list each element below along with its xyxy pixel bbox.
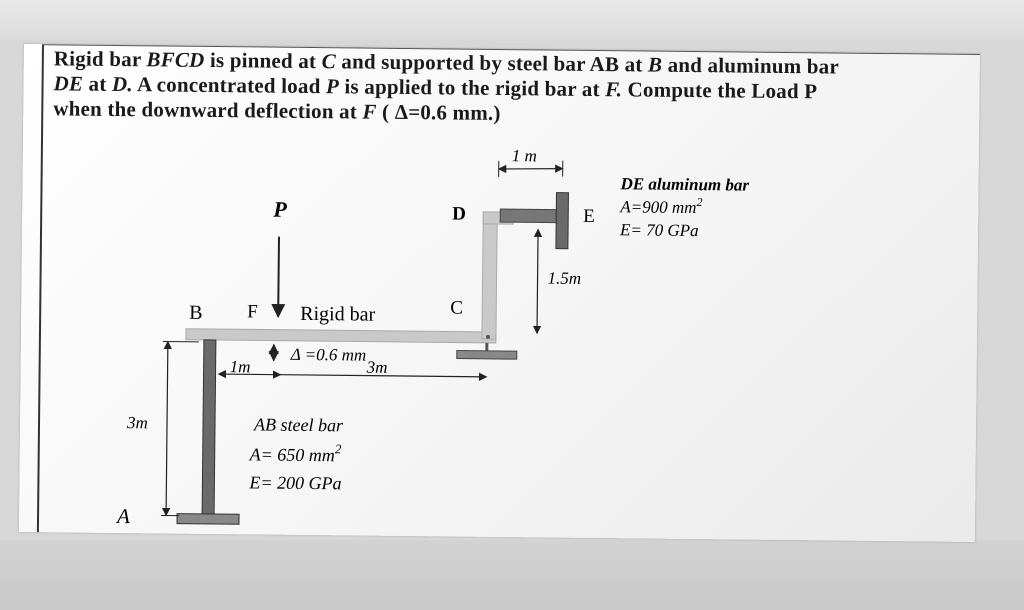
- ab-modulus: E= 200 GPa: [248, 472, 341, 493]
- structure-diagram: P D E B F Rigid bar C A 1 m 1.5m Δ =0.6 …: [115, 146, 750, 528]
- ab-area: A= 650 mm2: [249, 440, 342, 465]
- label-c: C: [450, 297, 463, 318]
- label-d: D: [452, 203, 466, 224]
- de-area: A=900 mm2: [619, 194, 702, 217]
- steel-bar-ab: [201, 339, 217, 515]
- de-modulus: E= 70 GPa: [619, 220, 699, 240]
- label-p: P: [272, 197, 287, 222]
- label-a: A: [115, 504, 130, 528]
- label-b: B: [189, 302, 203, 324]
- pin-support-c: [456, 350, 518, 360]
- rigid-bar-vertical: [481, 212, 498, 340]
- label-f: F: [247, 301, 258, 322]
- dim-3m-horizontal-label: 3m: [366, 358, 388, 377]
- background-bottom: [0, 540, 1024, 610]
- ab-area-exponent: 2: [335, 441, 342, 456]
- wall-support-e: [555, 192, 569, 250]
- rigid-bar-horizontal: [185, 328, 497, 344]
- dim-3m-horizontal-line: [280, 372, 488, 381]
- delta-label: Δ =0.6 mm: [290, 345, 367, 365]
- dim-1p5m-line: [532, 228, 543, 335]
- dim-1m-top-line: [497, 164, 564, 174]
- background-top: [0, 0, 1024, 40]
- de-area-exponent: 2: [696, 195, 702, 209]
- pin-c: [485, 334, 490, 339]
- dim-3m-vertical-label: 3m: [126, 413, 148, 432]
- de-title: DE aluminum bar: [619, 174, 749, 194]
- label-e: E: [583, 206, 595, 227]
- de-area-value: A=900 mm: [619, 197, 696, 217]
- aluminum-bar-de: [499, 208, 557, 224]
- base-support-a: [176, 513, 240, 525]
- ab-title: AB steel bar: [253, 414, 344, 435]
- ab-area-value: A= 650 mm: [249, 444, 335, 465]
- dim-1m-bottom-label: 1m: [230, 357, 251, 376]
- label-rigid-bar: Rigid bar: [300, 303, 376, 326]
- load-p-arrow: [271, 236, 286, 319]
- dim-1m-top-label: 1 m: [512, 146, 537, 165]
- dim-1m-bottom-line: [217, 369, 282, 379]
- problem-sheet: Rigid bar BFCD is pinned at C and suppor…: [18, 44, 980, 542]
- dim-3m-vertical-line: [161, 340, 173, 517]
- dim-1p5m-label: 1.5m: [547, 268, 581, 287]
